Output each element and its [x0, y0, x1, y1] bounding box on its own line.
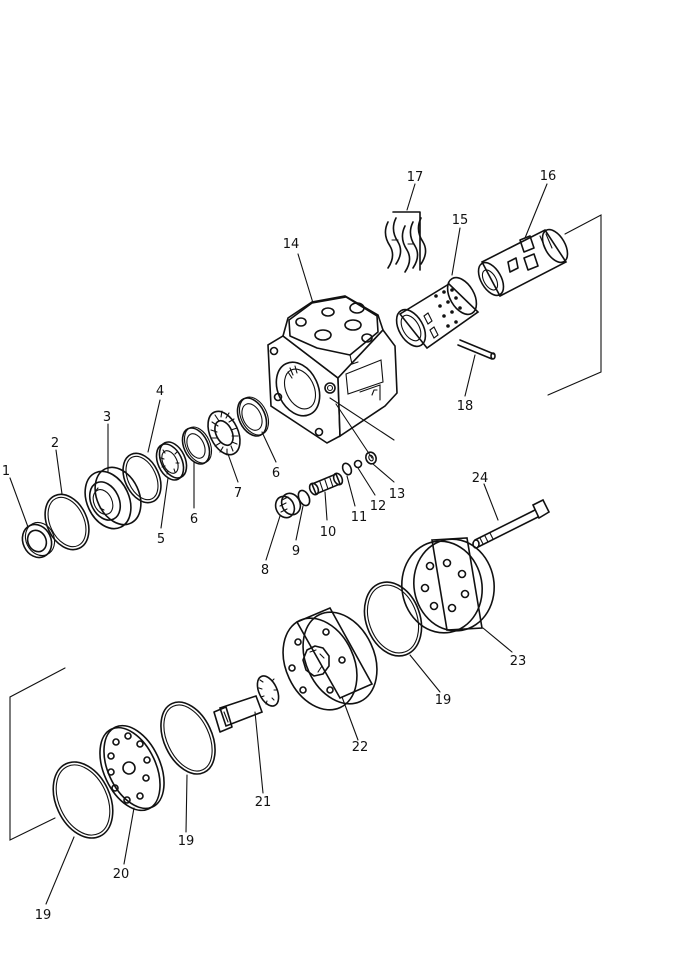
part-9-o-ring — [297, 489, 311, 507]
label-part-24: 24 — [472, 471, 489, 486]
label-part-5: 5 — [157, 532, 165, 547]
label-part-10: 10 — [320, 525, 337, 540]
part-19-o-ring-upper — [363, 581, 423, 657]
label-part-18: 18 — [457, 399, 474, 414]
label-part-11: 11 — [351, 510, 368, 525]
label-part-15: 15 — [452, 213, 469, 228]
part-labels: 1 2 3 4 5 6 6 7 8 9 10 11 12 13 14 15 16… — [2, 169, 556, 923]
label-part-6-right: 6 — [272, 466, 280, 481]
label-part-6-left: 6 — [190, 512, 198, 527]
label-part-21: 21 — [255, 795, 272, 810]
label-part-7: 7 — [234, 486, 242, 501]
part-6-washer-left — [181, 426, 213, 465]
label-part-22: 22 — [352, 740, 369, 755]
label-part-8: 8 — [261, 563, 269, 578]
label-part-19-upper: 19 — [435, 693, 452, 708]
part-13-seat — [365, 451, 377, 465]
part-18-pin — [457, 339, 496, 360]
part-6-washer-right — [236, 396, 270, 437]
part-19-o-ring-lower — [52, 761, 114, 839]
part-22-gerotor — [282, 606, 378, 711]
part-16-spool — [477, 228, 569, 298]
part-4-o-ring — [122, 452, 162, 504]
part-7-thrust-bearing — [207, 410, 241, 456]
leader-lines — [9, 183, 548, 905]
part-12-ball — [353, 459, 363, 469]
part-19-o-ring-middle — [160, 701, 216, 775]
label-part-19-middle: 19 — [178, 834, 195, 849]
lower-bracket — [9, 667, 66, 841]
part-17-springs — [384, 211, 427, 273]
label-part-23: 23 — [510, 654, 527, 669]
label-part-2: 2 — [51, 436, 59, 451]
part-23-end-cap — [401, 537, 495, 634]
label-part-9: 9 — [292, 544, 300, 559]
label-part-4: 4 — [156, 384, 164, 399]
part-15-sleeve — [395, 276, 480, 350]
part-10-spool — [308, 472, 344, 496]
label-part-14: 14 — [283, 237, 300, 252]
part-2-o-ring — [44, 493, 90, 551]
part-3-bushing — [84, 466, 142, 530]
part-24-bolt — [472, 498, 551, 549]
label-part-3: 3 — [103, 410, 111, 425]
sleeve-spool-bracket — [547, 214, 602, 396]
label-part-16: 16 — [540, 169, 557, 184]
part-21-drive-shaft — [213, 675, 280, 733]
label-part-17: 17 — [407, 170, 424, 185]
part-5-bearing — [155, 441, 188, 481]
label-part-13: 13 — [389, 487, 406, 502]
label-part-19-lower: 19 — [35, 908, 52, 923]
part-14-housing — [267, 295, 398, 444]
part-1-seal — [21, 521, 56, 559]
part-20-valve-plate — [99, 724, 165, 812]
part-11-o-ring — [341, 462, 353, 476]
label-part-12: 12 — [370, 499, 387, 514]
housing-leader-lines — [329, 397, 395, 459]
label-part-1: 1 — [2, 464, 10, 479]
label-part-20: 20 — [113, 867, 130, 882]
